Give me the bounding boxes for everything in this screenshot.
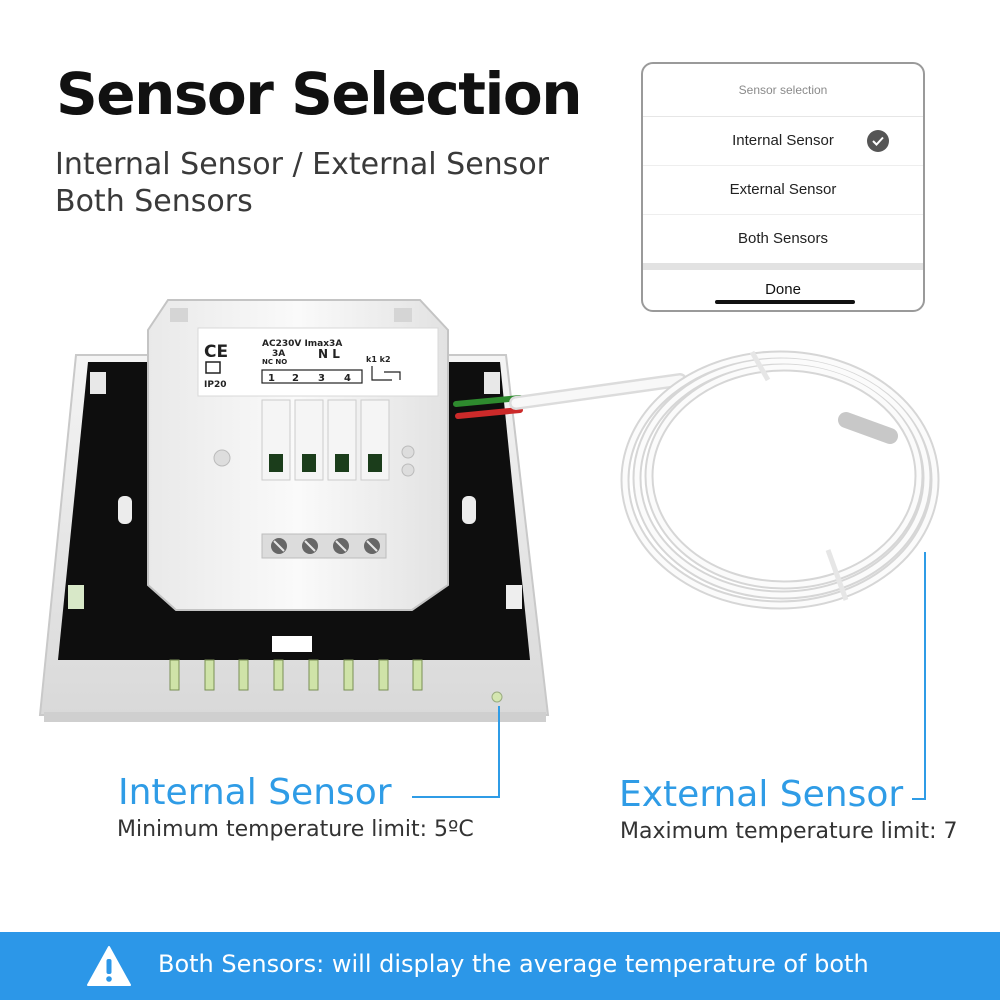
info-banner: Both Sensors: will display the average t… xyxy=(0,932,1000,1000)
banner-text: Both Sensors: will display the average t… xyxy=(158,950,869,978)
option-external-sensor[interactable]: External Sensor xyxy=(643,166,923,215)
power-rating: AC230V Imax3A xyxy=(262,339,342,349)
sheet-separator xyxy=(643,263,923,270)
option-internal-sensor[interactable]: Internal Sensor xyxy=(643,117,923,166)
done-button[interactable]: Done xyxy=(765,281,801,298)
external-sensor-callout-title: External Sensor xyxy=(619,774,904,815)
warning-icon xyxy=(87,946,131,986)
external-sensor-callout-description: Maximum temperature limit: 7 xyxy=(620,819,958,844)
ip-rating: IP20 xyxy=(204,380,226,390)
page-subtitle: Internal Sensor / External Sensor Both S… xyxy=(55,146,549,220)
thermostat-product-illustration: CE IP20 AC230V Imax3A 3A N L NC NO k1 k2… xyxy=(38,299,940,722)
k-labels: k1 k2 xyxy=(366,355,391,364)
current-rating: 3A xyxy=(272,349,285,359)
sheet-title: Sensor selection xyxy=(643,64,923,117)
terminal-number: 3 xyxy=(318,373,325,384)
terminal-number: 1 xyxy=(268,373,275,384)
terminal-number: 4 xyxy=(344,373,351,384)
option-label: External Sensor xyxy=(729,181,837,198)
terminal-number: 2 xyxy=(292,373,299,384)
leader-line xyxy=(498,706,500,798)
option-both-sensors[interactable]: Both Sensors xyxy=(643,215,923,263)
home-indicator xyxy=(715,300,855,304)
leader-line xyxy=(924,552,926,800)
subtitle-line: Both Sensors xyxy=(55,184,253,219)
subtitle-line: Internal Sensor / External Sensor xyxy=(55,147,550,182)
page-title: Sensor Selection xyxy=(56,60,583,128)
checkmark-icon xyxy=(867,130,889,152)
leader-line xyxy=(412,796,500,798)
option-label: Both Sensors xyxy=(737,230,829,247)
internal-sensor-callout-title: Internal Sensor xyxy=(118,772,392,813)
nc-no-label: NC NO xyxy=(262,358,287,366)
sensor-selection-sheet: Sensor selection Internal Sensor Externa… xyxy=(641,62,925,312)
ce-mark: CE xyxy=(204,342,228,362)
option-label: Internal Sensor xyxy=(732,132,834,149)
leader-line xyxy=(912,798,926,800)
terminal-letters: N L xyxy=(318,347,340,361)
internal-sensor-callout-description: Minimum temperature limit: 5ºC xyxy=(117,817,474,842)
